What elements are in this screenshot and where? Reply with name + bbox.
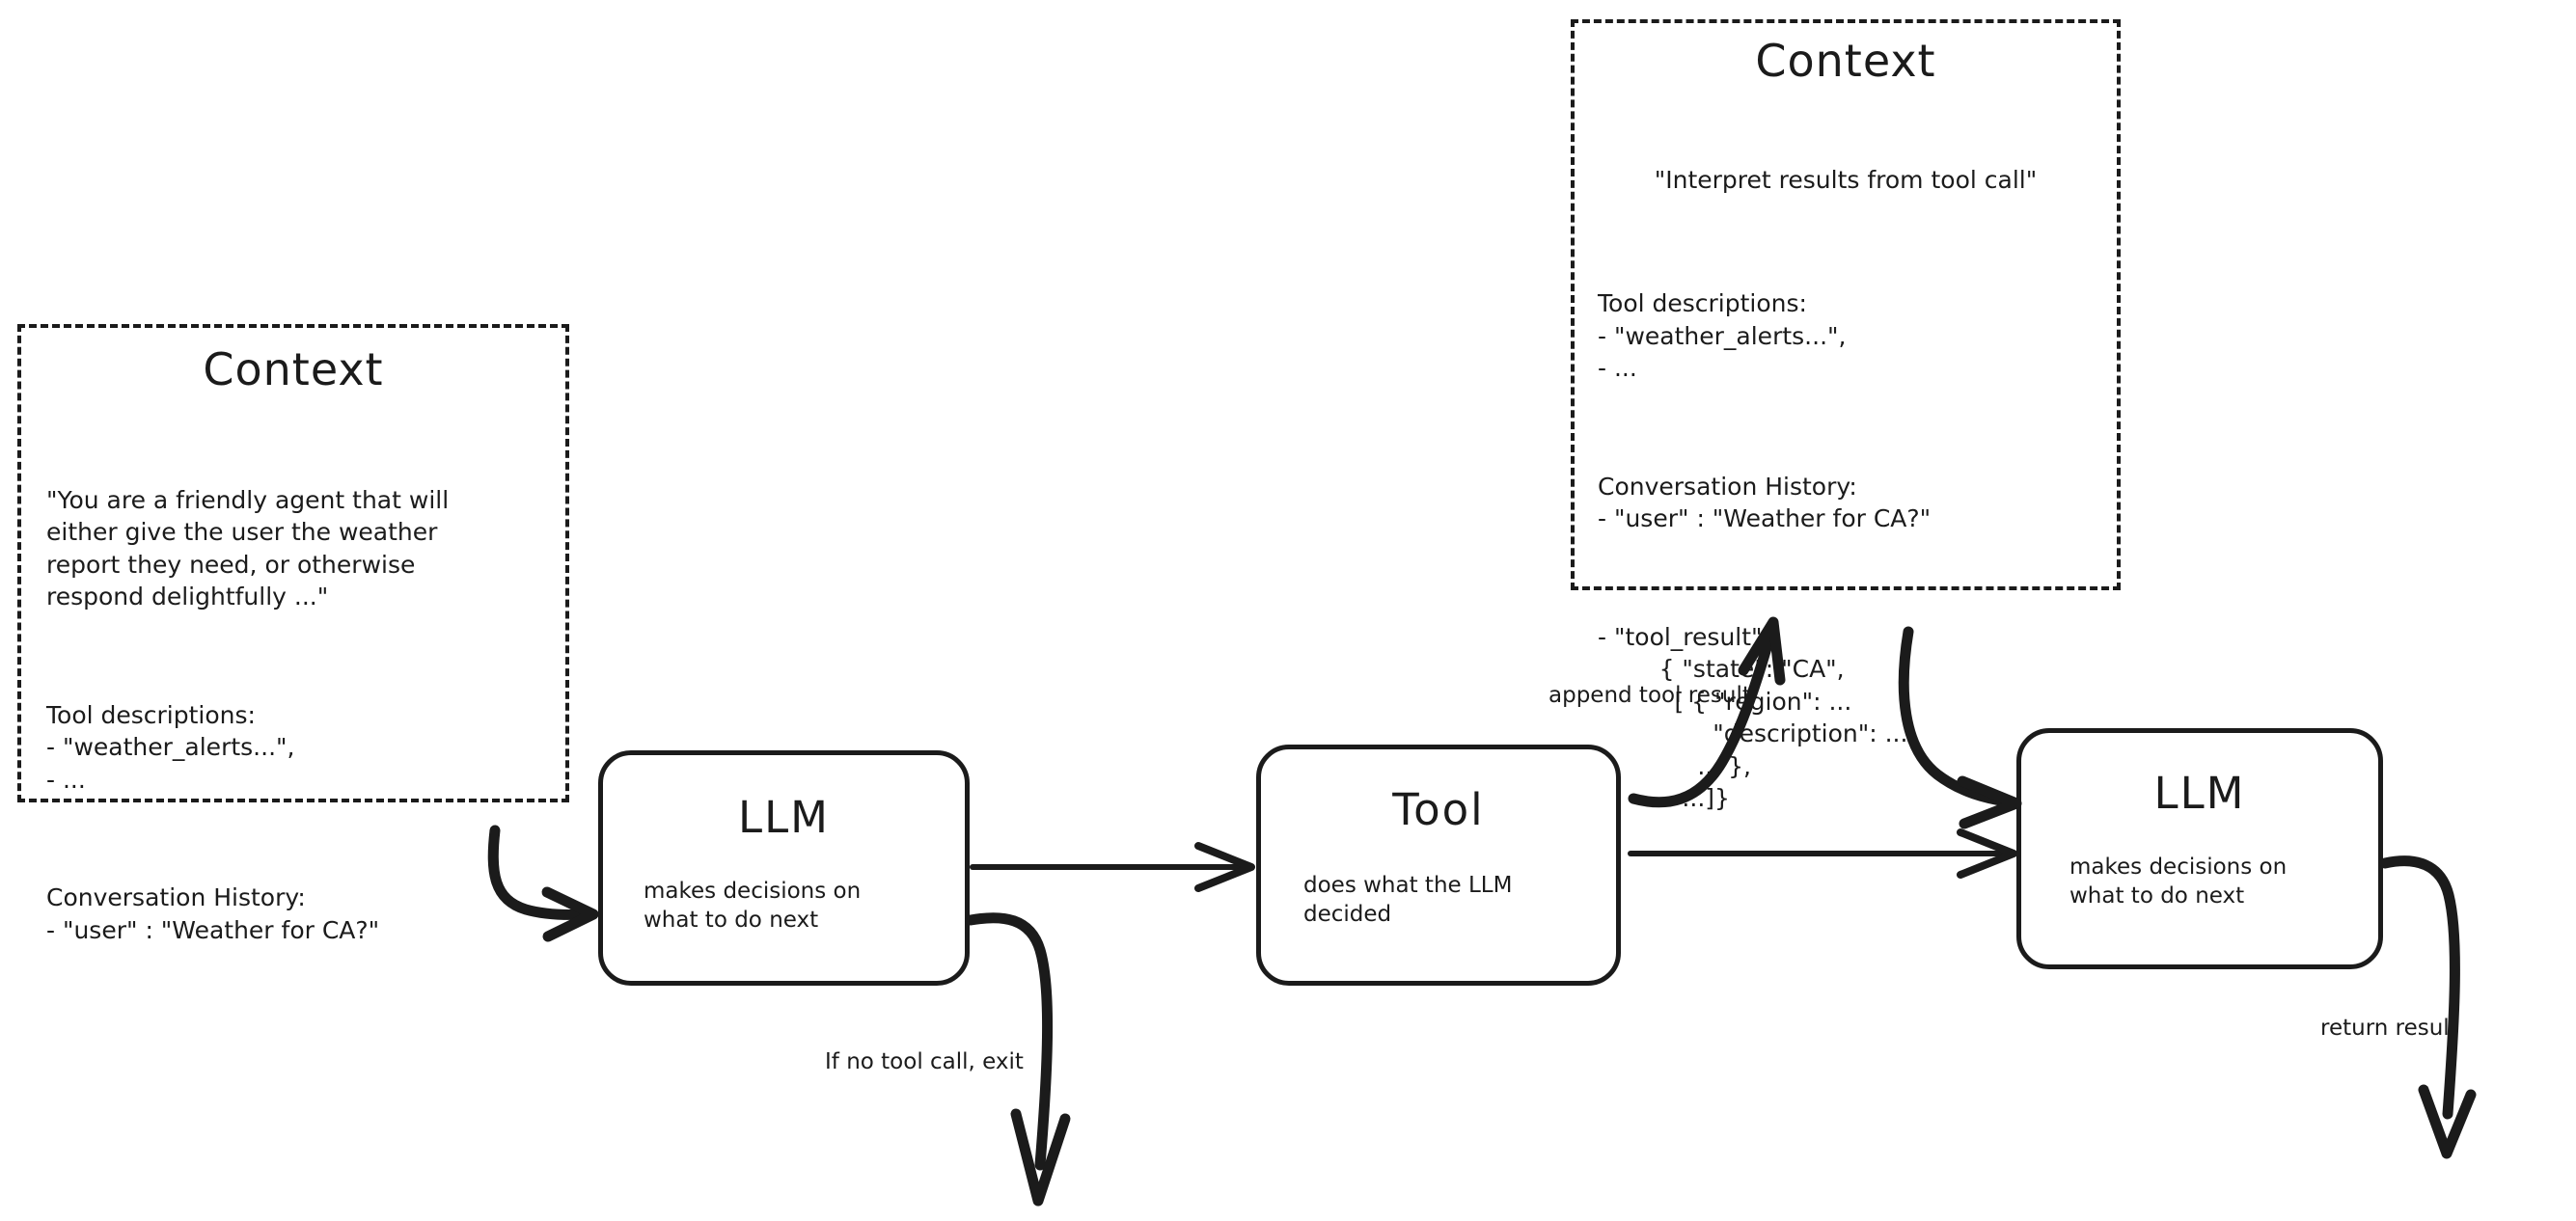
node-llm-second-title: LLM	[2153, 768, 2246, 819]
context-left-body: "You are a friendly agent that will eith…	[46, 420, 540, 1012]
node-llm-second[interactable]: LLM makes decisions on what to do next	[2016, 728, 2383, 969]
context-left-tool-descriptions: Tool descriptions: - "weather_alerts..."…	[46, 700, 295, 794]
context-box-right: Context "Interpret results from tool cal…	[1571, 19, 2121, 812]
arrow-llm-first-to-tool	[970, 842, 1255, 892]
edge-label-append-tool-result: append tool result	[1548, 683, 1751, 708]
context-left-conversation-history: Conversation History: - "user" : "Weathe…	[46, 883, 380, 944]
edge-label-if-no-tool-call-exit: If no tool call, exit	[825, 1049, 1024, 1074]
node-llm-first-subtitle: makes decisions on what to do next	[644, 879, 862, 933]
node-tool[interactable]: Tool does what the LLM decided	[1256, 745, 1621, 986]
node-llm-second-subtitle: makes decisions on what to do next	[2069, 855, 2288, 909]
node-tool-title: Tool	[1392, 784, 1485, 835]
context-right-conversation-history: Conversation History: - "user" : "Weathe…	[1598, 472, 1932, 533]
edge-label-return-result: return result	[2320, 1016, 2458, 1041]
context-right-lead: "Interpret results from tool call"	[1654, 165, 2038, 194]
context-left-title: Context	[203, 343, 384, 395]
context-left-system-prompt: "You are a friendly agent that will eith…	[46, 485, 450, 611]
context-box-left: Context "You are a friendly agent that w…	[17, 324, 569, 944]
arrow-llm-second-return-result	[2379, 855, 2477, 1159]
context-right-title: Context	[1755, 35, 1936, 87]
node-tool-subtitle: does what the LLM decided	[1303, 873, 1513, 927]
node-llm-first[interactable]: LLM makes decisions on what to do next	[598, 750, 970, 986]
node-llm-first-title: LLM	[738, 792, 830, 843]
context-right-tool-descriptions: Tool descriptions: - "weather_alerts..."…	[1598, 289, 1847, 383]
